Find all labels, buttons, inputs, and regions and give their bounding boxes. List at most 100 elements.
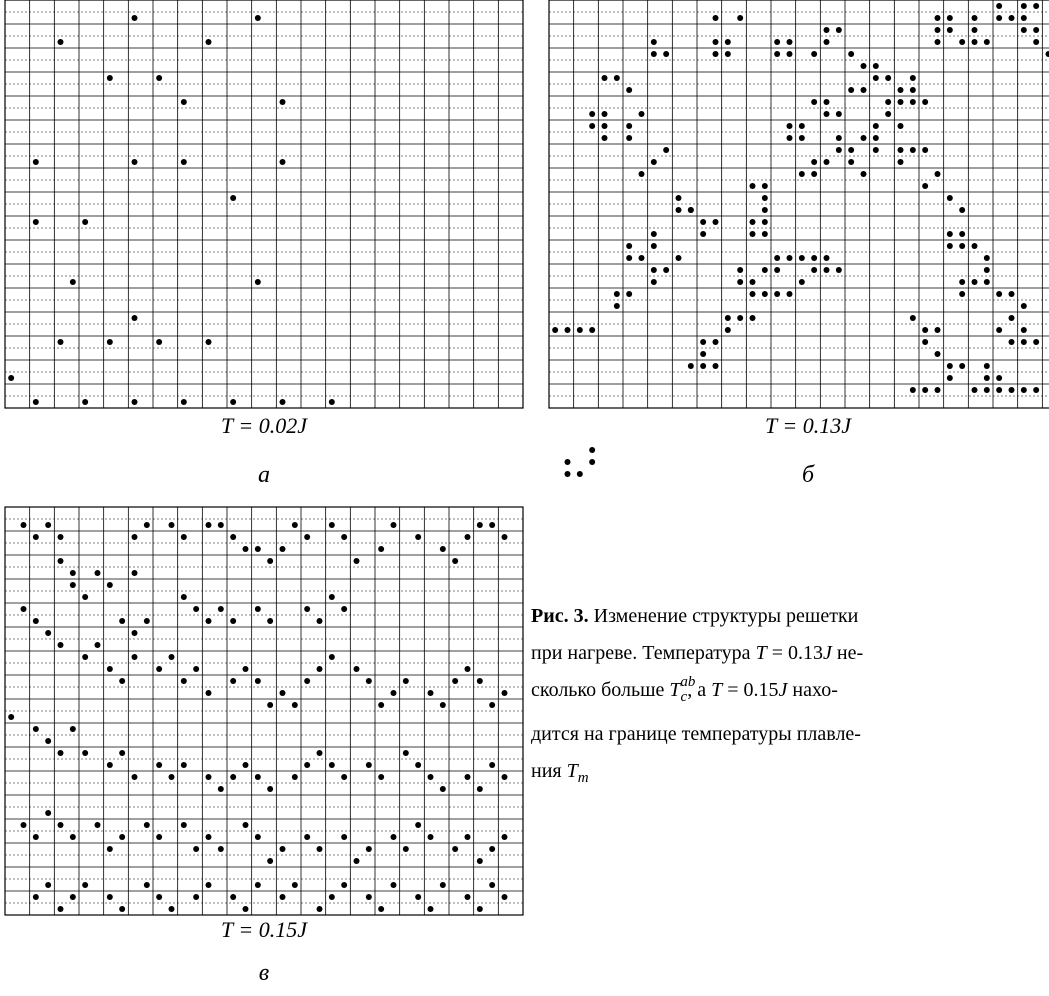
particle-dot bbox=[761, 207, 768, 213]
particle-dot bbox=[934, 351, 941, 357]
particle-dot bbox=[971, 27, 978, 33]
particle-dot bbox=[316, 906, 323, 912]
particle-dot bbox=[650, 243, 657, 249]
temperature-label-a: T = 0.02J bbox=[221, 413, 307, 438]
particle-dot bbox=[959, 39, 966, 45]
particle-dot bbox=[316, 750, 323, 756]
particle-dot bbox=[848, 87, 855, 93]
particle-dot bbox=[564, 459, 571, 465]
particle-dot bbox=[304, 606, 311, 612]
particle-dot bbox=[564, 327, 571, 333]
particle-dot bbox=[761, 231, 768, 237]
particle-dot bbox=[959, 231, 966, 237]
particle-dot bbox=[983, 387, 990, 393]
particle-dot bbox=[156, 75, 163, 81]
particle-dot bbox=[267, 558, 274, 564]
particle-dot bbox=[946, 243, 953, 249]
grid-border bbox=[4, 0, 524, 409]
particle-dot bbox=[712, 51, 719, 57]
particle-dot bbox=[872, 147, 879, 153]
particle-dot bbox=[341, 534, 348, 540]
particle-dot bbox=[823, 99, 830, 105]
particle-dot bbox=[168, 906, 175, 912]
particle-dot bbox=[82, 594, 89, 600]
particle-dot bbox=[1020, 387, 1027, 393]
particle-dot bbox=[291, 774, 298, 780]
particle-dot bbox=[8, 375, 15, 381]
particle-dot bbox=[626, 291, 633, 297]
particle-dot bbox=[32, 159, 39, 165]
particle-dot bbox=[279, 690, 286, 696]
particle-dot bbox=[675, 255, 682, 261]
particle-dot bbox=[316, 666, 323, 672]
panel-label-a: а bbox=[258, 462, 270, 488]
particle-dot bbox=[872, 123, 879, 129]
particle-dot bbox=[1045, 51, 1049, 57]
particle-dot bbox=[761, 291, 768, 297]
particle-dot bbox=[700, 339, 707, 345]
particle-dot bbox=[786, 123, 793, 129]
particle-dot bbox=[254, 834, 261, 840]
particle-dot bbox=[32, 219, 39, 225]
particle-dot bbox=[390, 882, 397, 888]
particle-dot bbox=[230, 618, 237, 624]
particle-dot bbox=[983, 39, 990, 45]
particle-dot bbox=[390, 690, 397, 696]
particle-dot bbox=[143, 618, 150, 624]
particle-dot bbox=[501, 690, 508, 696]
particle-dot bbox=[230, 399, 237, 405]
particle-dot bbox=[328, 399, 335, 405]
particle-dot bbox=[427, 834, 434, 840]
particle-dot bbox=[82, 882, 89, 888]
particle-dot bbox=[476, 522, 483, 528]
particle-dot bbox=[835, 147, 842, 153]
particle-dot bbox=[749, 219, 756, 225]
particle-dot bbox=[983, 279, 990, 285]
particle-dot bbox=[230, 894, 237, 900]
particle-dot bbox=[946, 15, 953, 21]
particle-dot bbox=[106, 846, 113, 852]
particle-dot bbox=[737, 15, 744, 21]
particle-dot bbox=[439, 546, 446, 552]
particle-dot bbox=[316, 618, 323, 624]
particle-dot bbox=[291, 522, 298, 528]
particle-dot bbox=[328, 522, 335, 528]
caption-line-2: при нагреве. Температура T = 0.13J не- bbox=[531, 642, 864, 664]
particle-dot bbox=[452, 558, 459, 564]
particle-dot bbox=[119, 678, 126, 684]
particle-dot bbox=[786, 51, 793, 57]
particle-dot bbox=[205, 774, 212, 780]
particle-dot bbox=[724, 327, 731, 333]
particle-dot bbox=[700, 219, 707, 225]
particle-dot bbox=[119, 750, 126, 756]
particle-dot bbox=[365, 894, 372, 900]
particle-dot bbox=[724, 39, 731, 45]
caption-label: Рис. 3. bbox=[531, 605, 589, 627]
particle-dot bbox=[205, 690, 212, 696]
caption-line-1: Рис. 3. Изменение структуры решетки bbox=[531, 605, 859, 627]
particle-dot bbox=[279, 846, 286, 852]
particle-dot bbox=[341, 834, 348, 840]
particle-dot bbox=[983, 255, 990, 261]
particle-dot bbox=[761, 267, 768, 273]
particle-dot bbox=[69, 582, 76, 588]
particle-dot bbox=[316, 846, 323, 852]
particle-dot bbox=[341, 606, 348, 612]
particle-dot bbox=[180, 594, 187, 600]
particle-dot bbox=[94, 570, 101, 576]
particle-dot bbox=[156, 339, 163, 345]
particle-dot bbox=[476, 906, 483, 912]
particle-dot bbox=[279, 99, 286, 105]
particle-dot bbox=[1008, 387, 1015, 393]
particle-dot bbox=[798, 135, 805, 141]
particle-dot bbox=[230, 678, 237, 684]
particle-dot bbox=[712, 219, 719, 225]
particle-dot bbox=[897, 87, 904, 93]
particle-dot bbox=[390, 522, 397, 528]
particle-dot bbox=[749, 231, 756, 237]
particle-dot bbox=[291, 882, 298, 888]
particle-dot bbox=[180, 159, 187, 165]
particle-dot bbox=[823, 267, 830, 273]
particle-dot bbox=[897, 123, 904, 129]
particle-dot bbox=[168, 522, 175, 528]
